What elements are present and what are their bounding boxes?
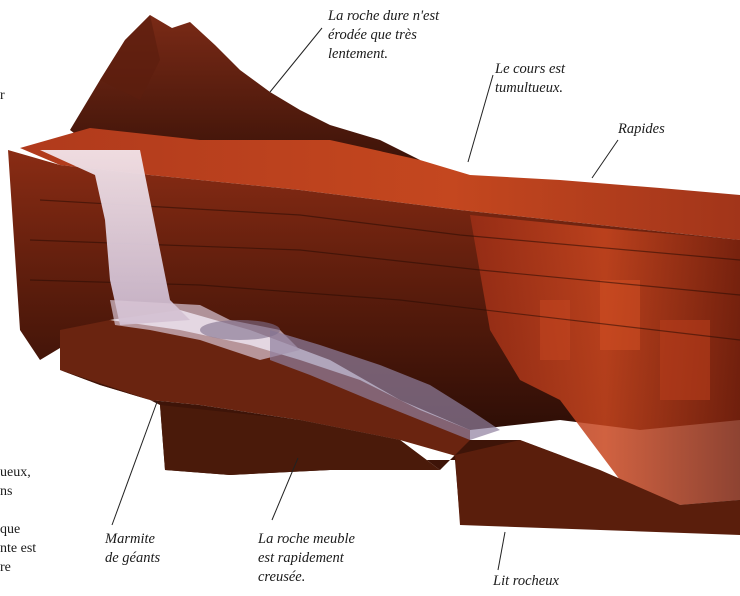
label-pothole: Marmite de géants <box>105 530 160 568</box>
rock-block <box>600 280 640 350</box>
label-rapids: Rapides <box>618 120 665 139</box>
pothole-basin <box>200 320 280 340</box>
leader-rocky-bed <box>498 532 505 570</box>
leader-rapids <box>592 140 618 178</box>
label-hard-rock: La roche dure n'est érodée que très lent… <box>328 7 439 64</box>
label-rocky-bed: Lit rocheux <box>493 572 559 591</box>
label-soft-rock: La roche meuble est rapidement creusée. <box>258 530 355 587</box>
cropped-text-bottom: ueux, ns que nte est re <box>0 463 36 577</box>
leader-turbulent <box>468 75 493 162</box>
leader-hard-rock <box>270 28 322 92</box>
label-turbulent: Le cours est tumultueux. <box>495 60 565 98</box>
rock-block <box>540 300 570 360</box>
leader-pothole <box>112 402 157 525</box>
cropped-text-top: r <box>0 86 5 105</box>
